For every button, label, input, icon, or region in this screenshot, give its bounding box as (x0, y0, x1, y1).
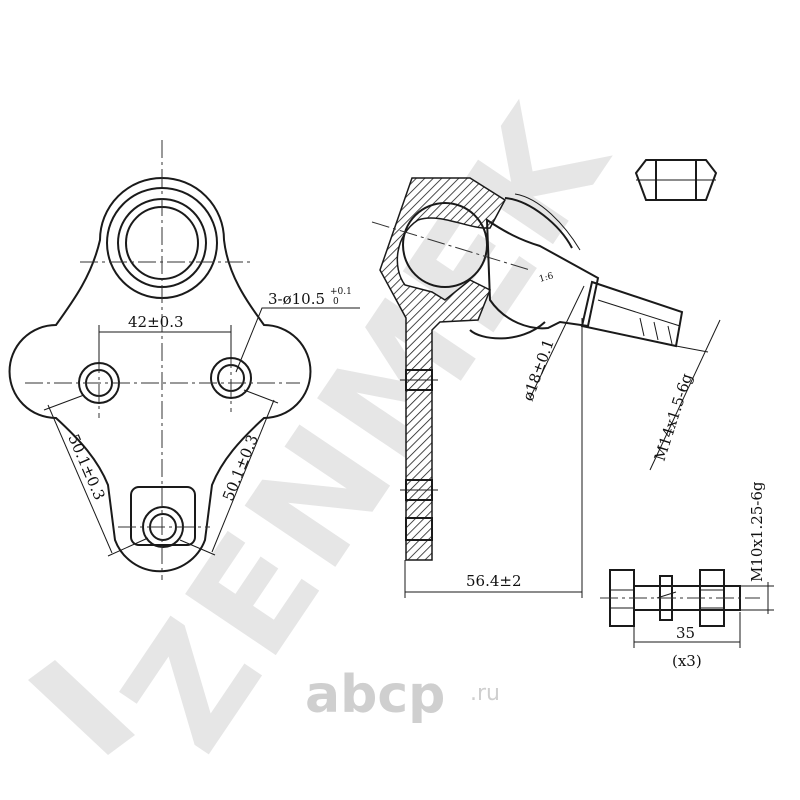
stud-thread (580, 280, 684, 348)
centerline-stud-axis (371, 221, 531, 271)
nut-outline (634, 159, 718, 201)
dim-line-left-span (47, 404, 113, 554)
dim-bolt-thread: M10x1.25-6g (748, 481, 766, 582)
dim-hole-spacing: 42±0.3 (128, 313, 184, 331)
dust-boot (469, 197, 573, 340)
bolt-drawing: M10x1.25-6g 35 (x3) (600, 481, 774, 670)
brand-logo-suffix: .ru (470, 681, 500, 706)
watermark-chevron (28, 660, 135, 755)
brand-logo: abcp .ru (305, 665, 500, 725)
dim-stud-thread: M14x1.5-6g (651, 371, 696, 463)
dim-hole-spec-tol-upper: +0.1 (330, 287, 352, 297)
flange-outline (8, 177, 312, 573)
dim-hole-spec: 3-ø10.5 (268, 290, 325, 308)
dim-line-stud-thread (649, 319, 721, 471)
stud-body (485, 218, 600, 330)
dim-hole-spec-tol-lower: 0 (333, 297, 339, 307)
nut-drawing (634, 159, 718, 201)
dim-bolt-length: 35 (676, 624, 695, 642)
leader-hole-spec (235, 307, 360, 373)
dim-line-right-span (211, 399, 275, 553)
dim-line-stud-diameter (529, 285, 585, 399)
bolt-quantity: (x3) (672, 652, 702, 670)
dim-left-span: 50.1±0.3 (64, 431, 108, 502)
hole-bottom-boss (130, 486, 196, 546)
dim-taper: 1:6 (538, 271, 555, 285)
brand-logo-text: abcp (305, 665, 445, 725)
housing-section (379, 177, 506, 561)
dim-arm-length: 56.4±2 (466, 572, 522, 590)
